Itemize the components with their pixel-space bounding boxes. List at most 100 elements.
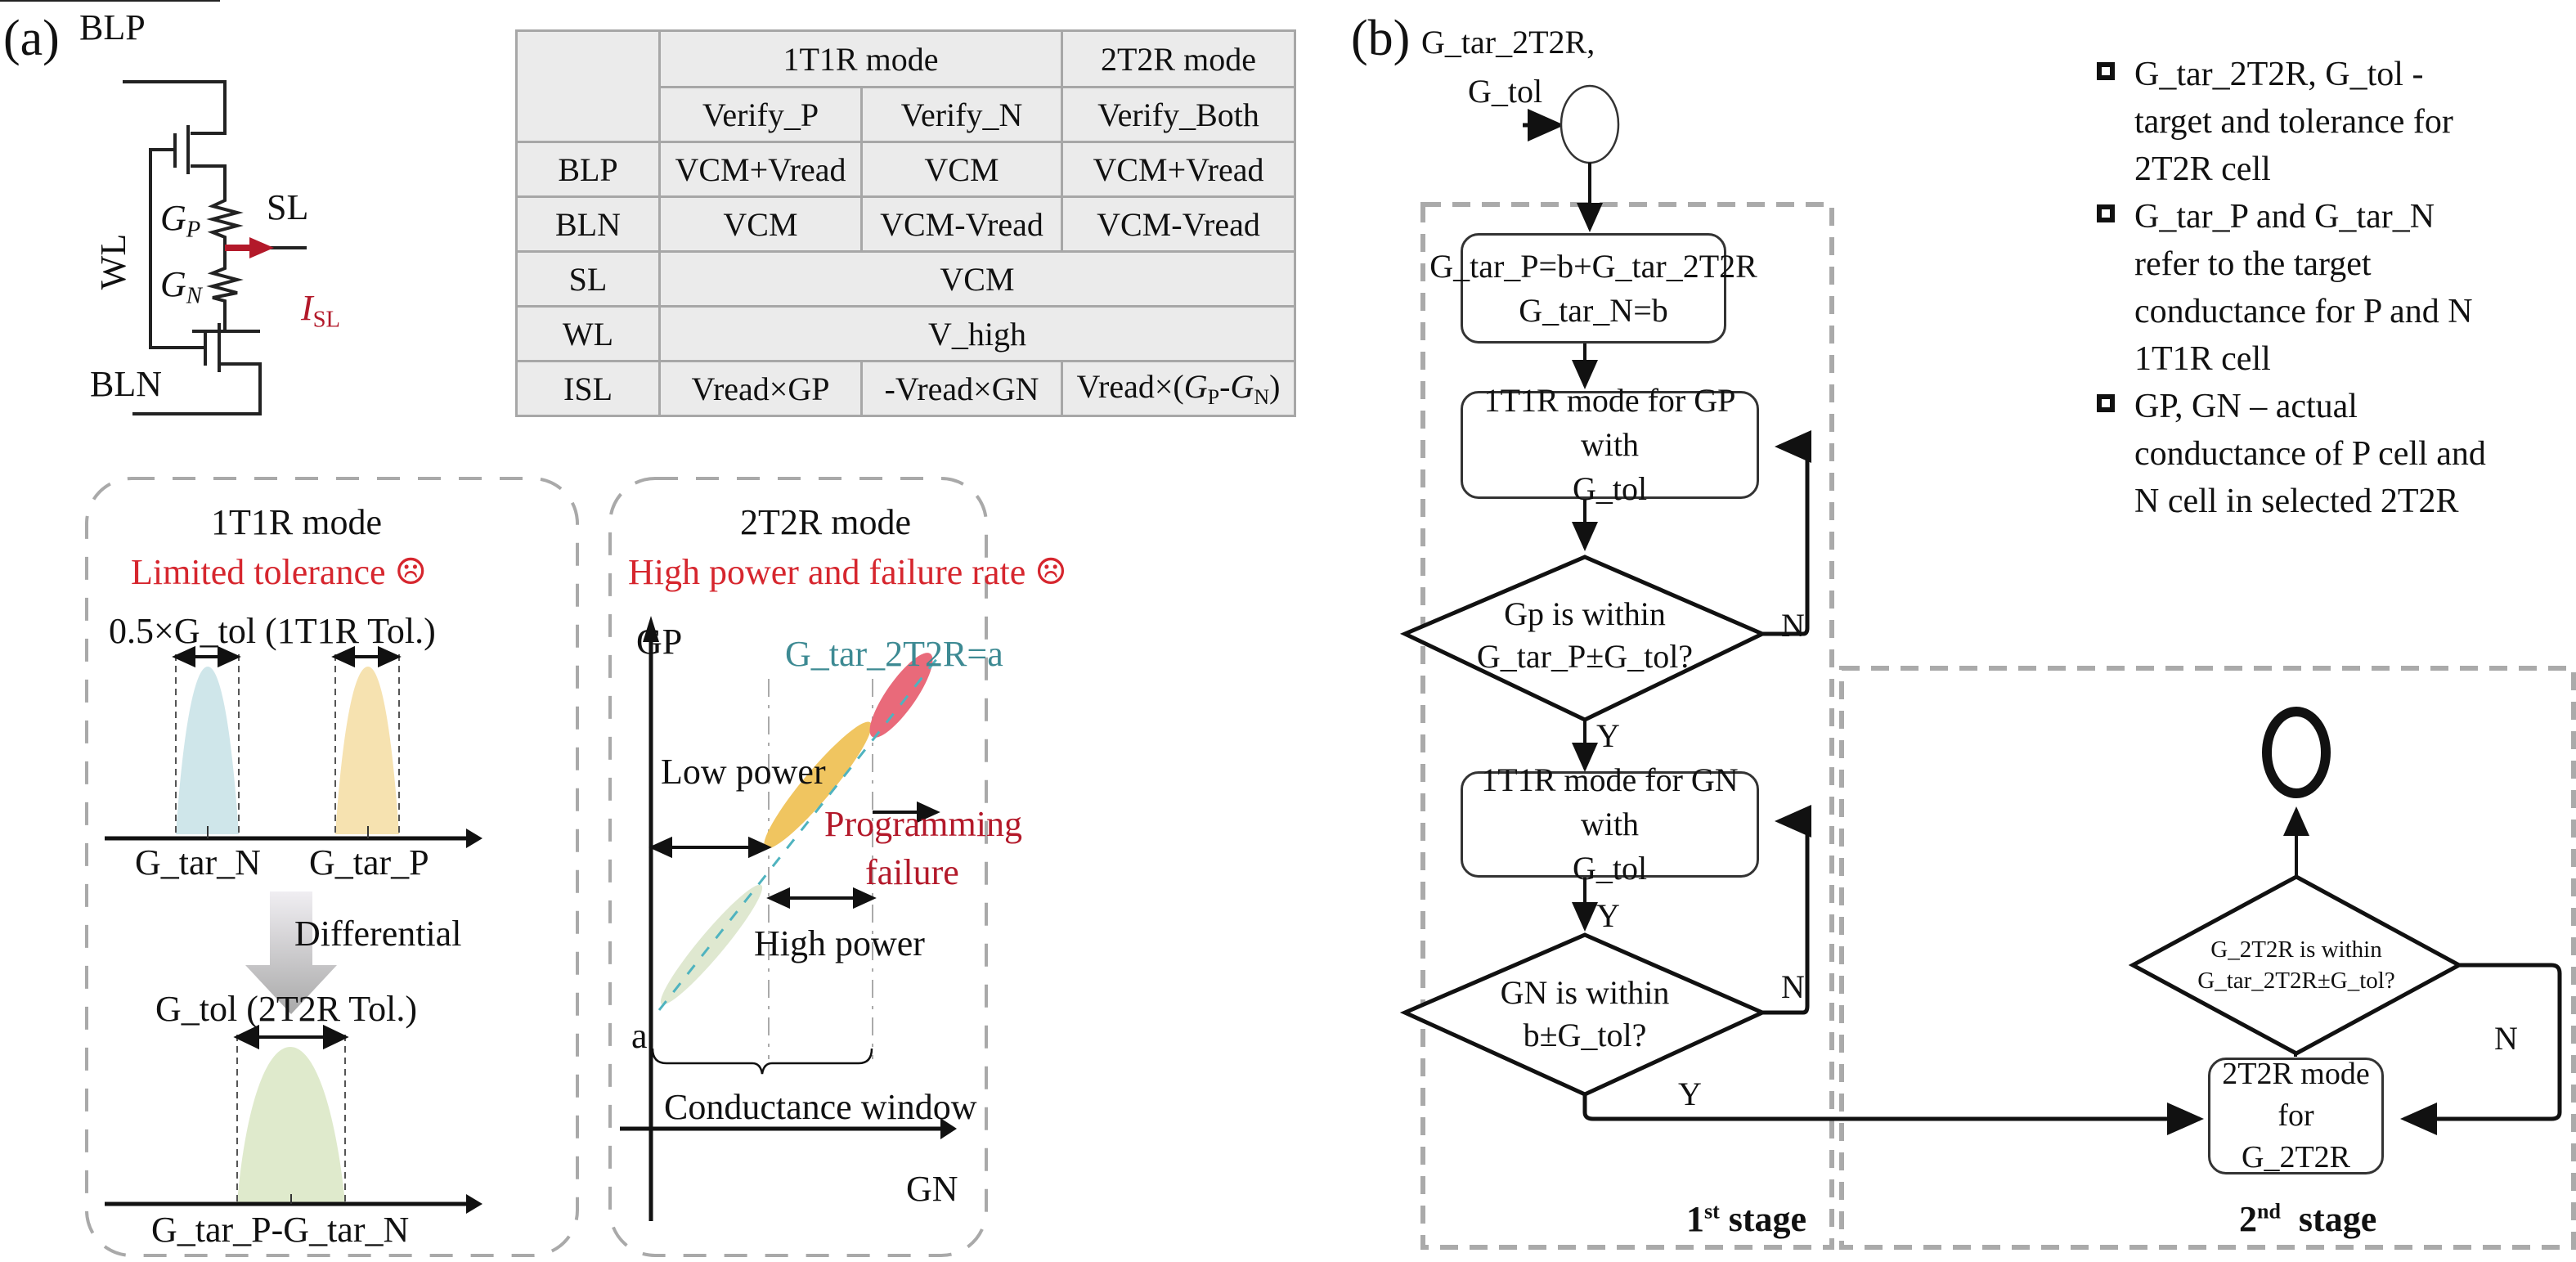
init-line2: G_tar_N=b (1519, 291, 1668, 329)
x-label-g-tar-p: G_tar_P (309, 842, 429, 883)
checkbox-square-icon (2097, 62, 2115, 80)
table-row-label: ISL (515, 360, 661, 417)
box-2t2r-frame (608, 477, 988, 1257)
y-axis-label: GP (636, 622, 683, 662)
blp-label: BLP (79, 7, 146, 47)
wl-wire (149, 148, 205, 349)
isl-arrow-head (249, 237, 274, 258)
table-header-row: 1T1R mode 2T2R mode (515, 29, 1296, 143)
table-header-verify-both: Verify_Both (1061, 86, 1296, 143)
tol-2t2r-label: G_tol (2T2R Tol.) (155, 989, 417, 1029)
table-cell: Vread×(GP-GN) (1061, 360, 1296, 417)
gn-check-text: GN is within b±G_tol? (1462, 972, 1708, 1057)
tolerance-arrow-2t2r (233, 1024, 349, 1050)
table-cell: VCM (860, 141, 1063, 198)
isl-label: ISL (301, 288, 341, 333)
bias-table: 1T1R mode 2T2R mode Verify_P Verify_N Ve… (515, 29, 1296, 417)
sl-label: SL (267, 187, 309, 227)
gp-no-loop (1762, 430, 1811, 636)
t2r-check-line1: G_2T2R is within (2210, 936, 2382, 963)
table-row: BLN VCM VCM-Vread VCM-Vread (515, 195, 1296, 253)
t2r-no-label: N (2494, 1020, 2518, 1057)
stage1-frame (1420, 202, 1834, 1250)
init-targets-box: G_tar_P=b+G_tar_2T2R G_tar_N=b (1429, 233, 1757, 344)
table-cell: VCM (658, 195, 863, 253)
table-corner-cell (515, 29, 661, 143)
differential-label: Differential (294, 914, 462, 954)
table-subheader-row: Verify_P Verify_N Verify_Both (517, 86, 1296, 143)
differential-arrow (245, 891, 337, 1014)
box-1t1r-frame (85, 477, 579, 1257)
origin-label: a (631, 1016, 648, 1056)
gp-yes-label: Y (1596, 717, 1620, 754)
blp-wire (123, 80, 227, 135)
init-line1: G_tar_P=b+G_tar_2T2R (1429, 247, 1757, 285)
bln-wire (132, 362, 262, 415)
window-label: Conductance window (664, 1087, 977, 1127)
gp-mode-line1: 1T1R mode for GP with (1483, 382, 1736, 463)
box-2t2r-subtitle: High power and failure rate ☹ (628, 552, 1067, 592)
panel-b-label: (b) (1351, 11, 1411, 66)
peak-g-tar-p (335, 667, 399, 834)
box-1t1r-title: 1T1R mode (211, 502, 382, 542)
gn-yes-edge (1582, 1094, 2204, 1135)
table-header-1t1r: 1T1R mode (658, 29, 1063, 88)
table-row-label: SL (515, 250, 661, 308)
checkbox-square-icon (2097, 204, 2115, 222)
top-drain-wire (191, 164, 227, 196)
tolerance-arrows-1t1r (172, 645, 402, 668)
table-header-verify-p: Verify_P (658, 86, 863, 143)
gn-yes-label: Y (1678, 1076, 1702, 1112)
t2r-check-line2: G_tar_2T2R±G_tol? (2197, 967, 2395, 994)
table-row-label: BLP (515, 141, 661, 198)
x-label-g-tar-n: G_tar_N (135, 842, 261, 883)
gn-check-line2: b±G_tol? (1523, 1017, 1647, 1053)
box-1t1r-subtitle: Limited tolerance ☹ (131, 552, 427, 592)
failure-label-line2: failure (865, 852, 959, 892)
t2r-no-loop (2400, 963, 2562, 1135)
gp-label: GP (160, 198, 201, 243)
table-cell-merged: VCM (658, 250, 1296, 308)
peak-g-tar-diff (237, 1047, 345, 1202)
table-row-label: BLN (515, 195, 661, 253)
panel-a-label: (a) (3, 11, 60, 66)
stage2-frame (1839, 666, 2576, 1250)
table-cell: VCM+Vread (1061, 141, 1296, 198)
legend-item: G_tar_2T2R, G_tol -target and tolerance … (2097, 51, 2453, 193)
t2r-check-diamond (2128, 874, 2464, 1056)
gp-check-diamond (1399, 555, 1767, 722)
table-cell: Vread×GP (658, 360, 863, 417)
flowchart (1399, 84, 2576, 1250)
gn-mode-line2: G_tol (1572, 850, 1648, 887)
failure-label-line1: Programming (824, 804, 1022, 844)
gp-mode-line2: G_tol (1572, 470, 1648, 507)
window-brace (651, 1048, 873, 1075)
gn-mode-yes-label: Y (1596, 897, 1620, 934)
inputs-label-line2: G_tol (1468, 73, 1543, 110)
table-header-verify-n: Verify_N (860, 86, 1063, 143)
gp-resistor (206, 196, 244, 245)
table-cell: VCM-Vread (860, 195, 1063, 253)
ellipse-failure (869, 653, 933, 738)
bln-label: BLN (90, 364, 162, 404)
gn-check-line1: GN is within (1500, 974, 1670, 1011)
circuit-diagram (0, 0, 307, 415)
gn-no-label: N (1781, 968, 1805, 1005)
checkbox-square-icon (2097, 394, 2115, 412)
high-power-label: High power (754, 923, 925, 963)
table-row: ISL Vread×GP -Vread×GN Vread×(GP-GN) (515, 360, 1296, 417)
stage2-title: 2nd stage (2239, 1199, 2377, 1239)
ellipse-high-power (764, 721, 872, 849)
start-node (1560, 84, 1620, 164)
wl-label: WL (93, 233, 134, 290)
ellipse-low-power (660, 884, 763, 1005)
t2r-mode-line2: G_2T2R (2242, 1140, 2350, 1175)
peak-g-tar-n (176, 667, 239, 834)
gp-check-line2: G_tar_P±G_tol? (1476, 638, 1694, 675)
